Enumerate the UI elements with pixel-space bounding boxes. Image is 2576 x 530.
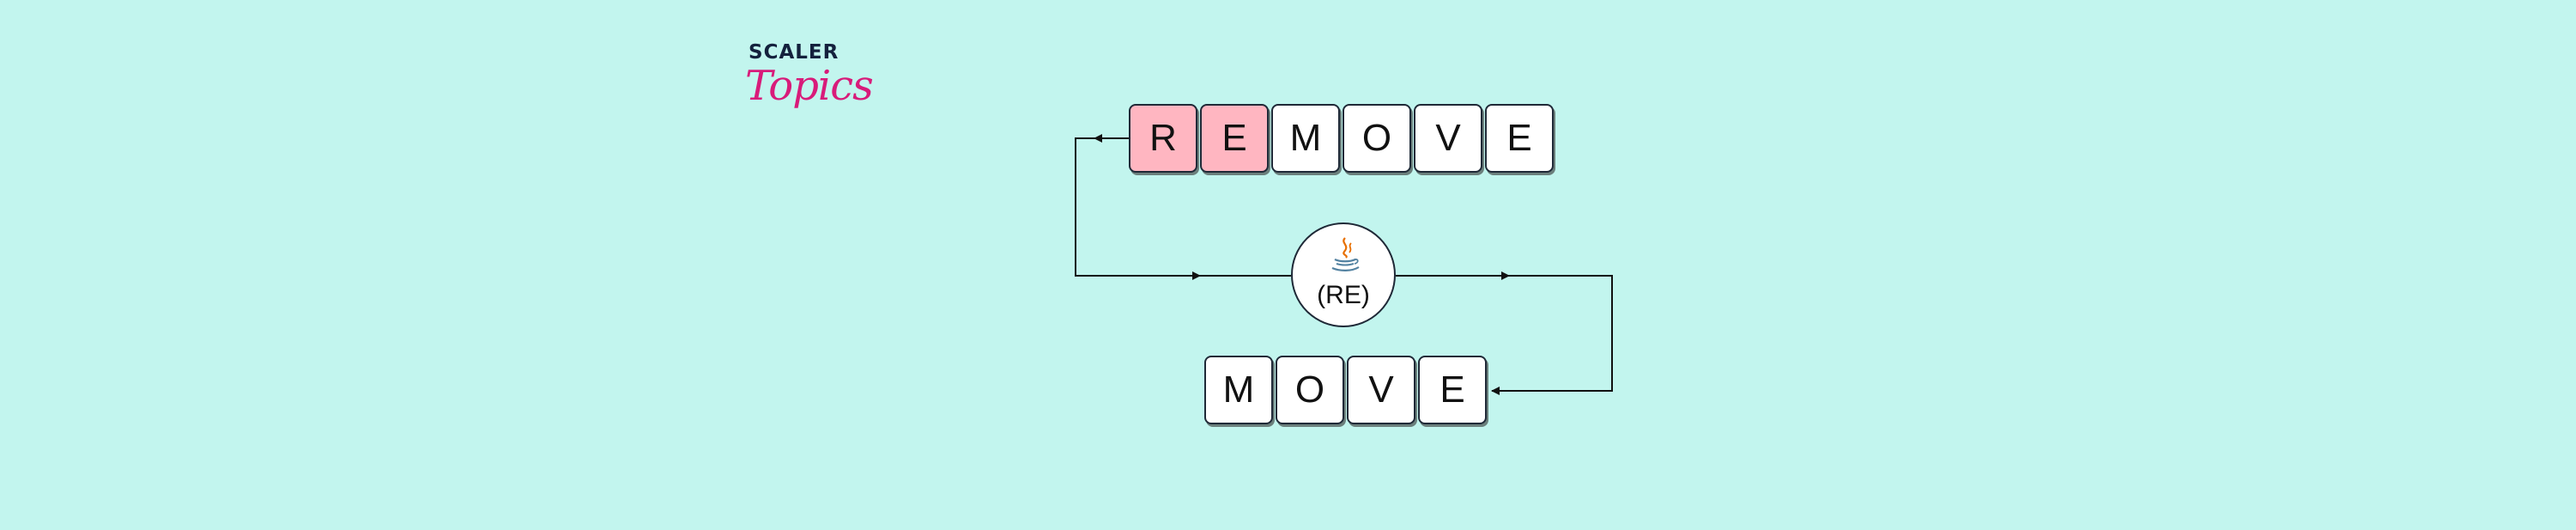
letter-tile-v: V xyxy=(1414,104,1482,173)
letter-tile-m: M xyxy=(1204,356,1273,424)
letter-tile-e2: E xyxy=(1485,104,1554,173)
java-removal-node: (RE) xyxy=(1291,222,1396,327)
letter-tile-o: O xyxy=(1343,104,1411,173)
java-icon xyxy=(1331,237,1360,271)
letter-tile-e: E xyxy=(1200,104,1269,173)
logo-bottom-text: Topics xyxy=(745,62,874,110)
letter-tile-m: M xyxy=(1271,104,1340,173)
logo-top-text: SCALER xyxy=(749,41,839,64)
letter-tile-r: R xyxy=(1129,104,1197,173)
letter-tile-o: O xyxy=(1276,356,1344,424)
remove-word: R E M O V E xyxy=(1129,104,1556,173)
letter-tile-v: V xyxy=(1347,356,1415,424)
move-word: M O V E xyxy=(1204,356,1489,424)
letter-tile-e: E xyxy=(1418,356,1487,424)
removed-prefix-label: (RE) xyxy=(1317,281,1370,309)
scaler-topics-logo: SCALER Topics xyxy=(745,38,874,128)
